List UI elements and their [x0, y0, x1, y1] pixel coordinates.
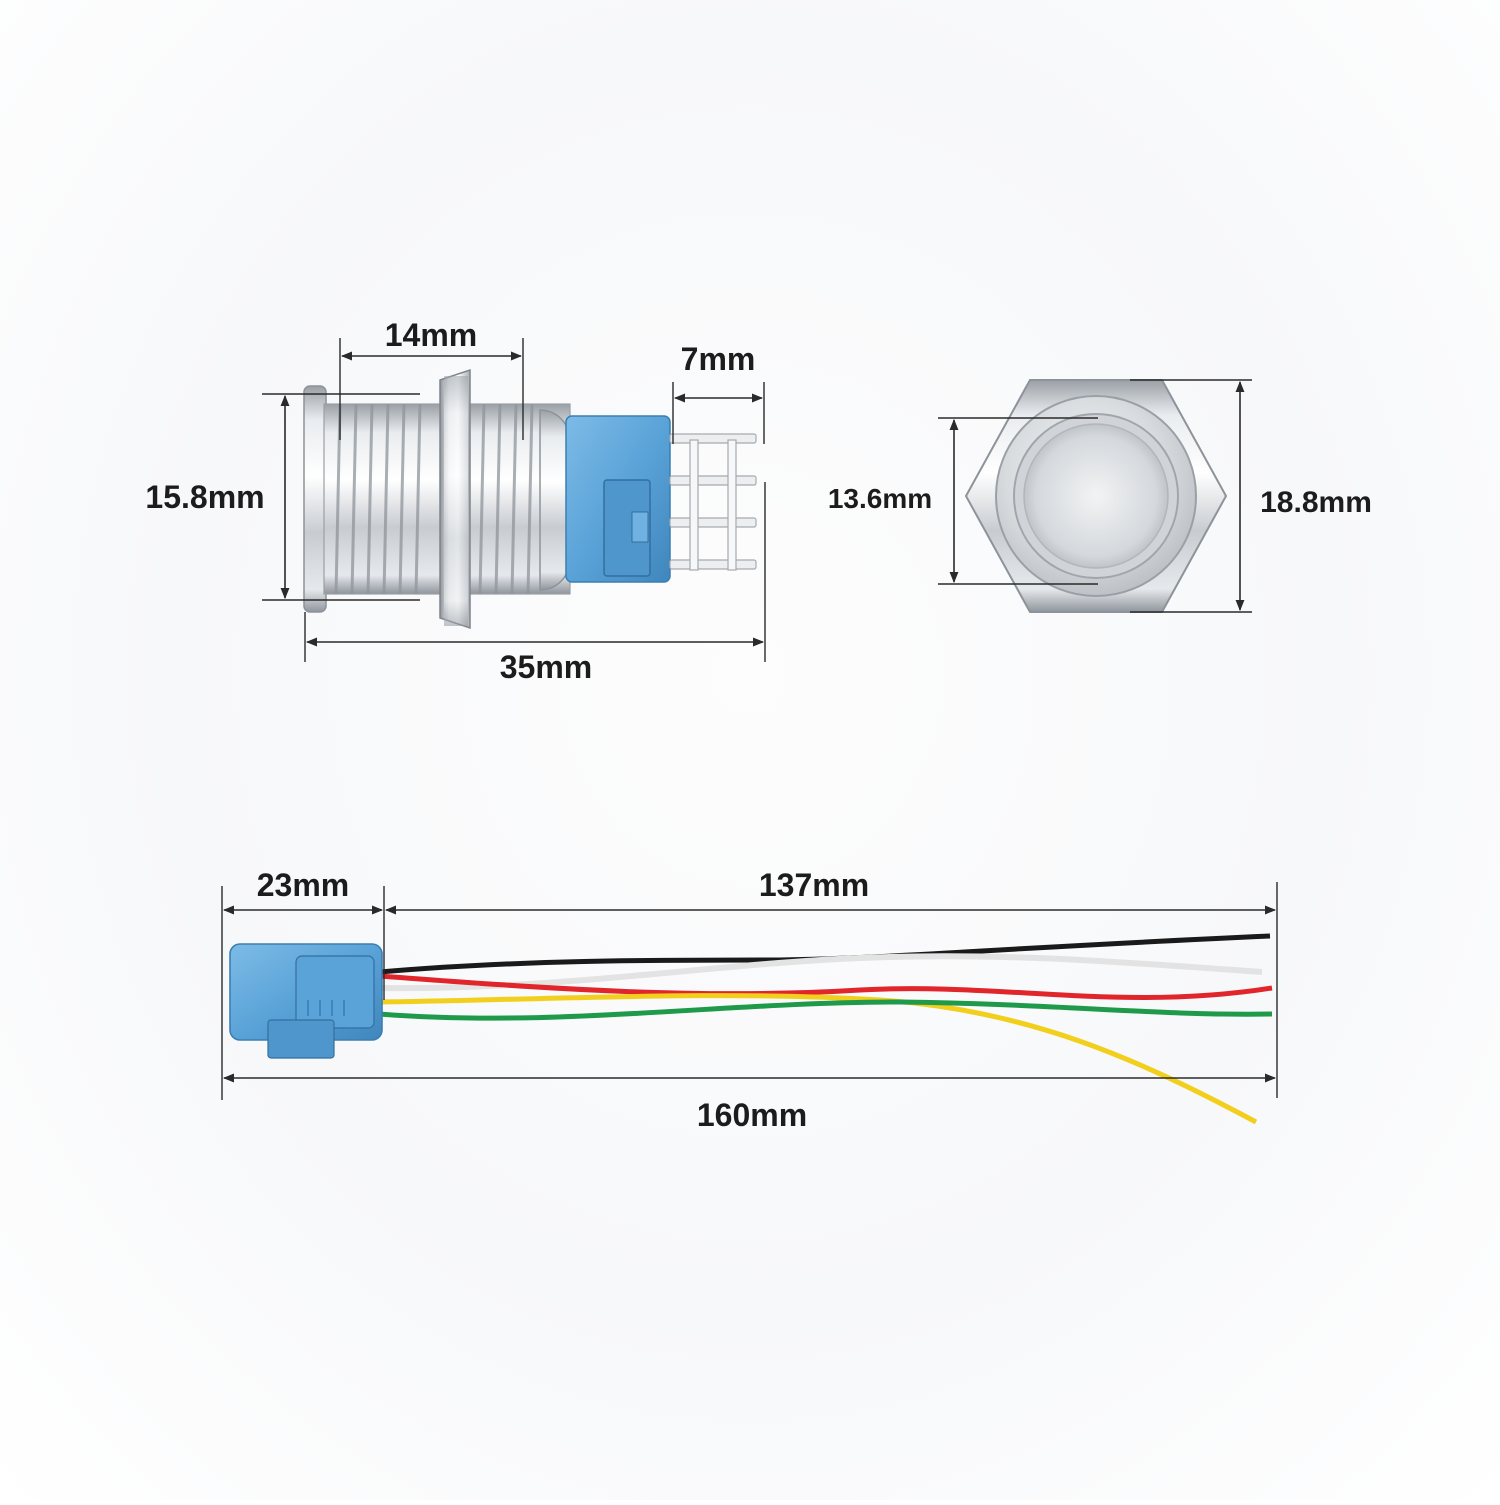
switch-side-view	[303, 368, 757, 630]
dimension-button-diameter: 13.6mm	[828, 417, 1098, 585]
cable-connector-latch	[267, 1019, 335, 1059]
wire-red	[379, 973, 1273, 1000]
label-thread-diameter: 15.8mm	[145, 479, 264, 515]
label-wire-length: 137mm	[759, 867, 869, 903]
label-connector-length: 23mm	[257, 867, 350, 903]
dimension-nut-width: 18.8mm	[1130, 379, 1372, 613]
cable-connector-shroud	[295, 955, 375, 1029]
label-cable-total-length: 160mm	[697, 1097, 807, 1133]
cable-harness	[229, 933, 1273, 1125]
dimension-connector-length: 23mm	[221, 867, 385, 1100]
cable-connector-ribs	[307, 1000, 345, 1016]
switch-hex-nut-face	[444, 376, 468, 626]
dimension-wire-length: 137mm	[384, 867, 1278, 1098]
switch-terminal-pins	[669, 433, 757, 571]
wire-green	[379, 999, 1273, 1021]
label-button-diameter: 13.6mm	[828, 483, 932, 514]
switch-front-bezel	[303, 385, 327, 613]
label-total-length: 35mm	[500, 649, 593, 685]
switch-terminal-latch	[603, 479, 651, 577]
wire-white	[379, 953, 1263, 992]
switch-front-view	[964, 379, 1228, 613]
switch-terminal-window	[631, 511, 649, 543]
dimension-thread-diameter: 15.8mm	[145, 393, 420, 601]
label-thread-length: 14mm	[385, 317, 478, 353]
wire-yellow	[379, 993, 1258, 1125]
label-terminal-length: 7mm	[681, 341, 756, 377]
dimension-terminal-length: 7mm	[672, 341, 765, 444]
dimension-total-length: 35mm	[304, 482, 766, 685]
label-nut-width: 18.8mm	[1260, 486, 1372, 519]
wire-black	[379, 933, 1271, 975]
dimension-cable-total-length: 160mm	[222, 1073, 1277, 1133]
dimension-thread-length: 14mm	[339, 317, 524, 440]
front-button-face	[1023, 423, 1169, 569]
